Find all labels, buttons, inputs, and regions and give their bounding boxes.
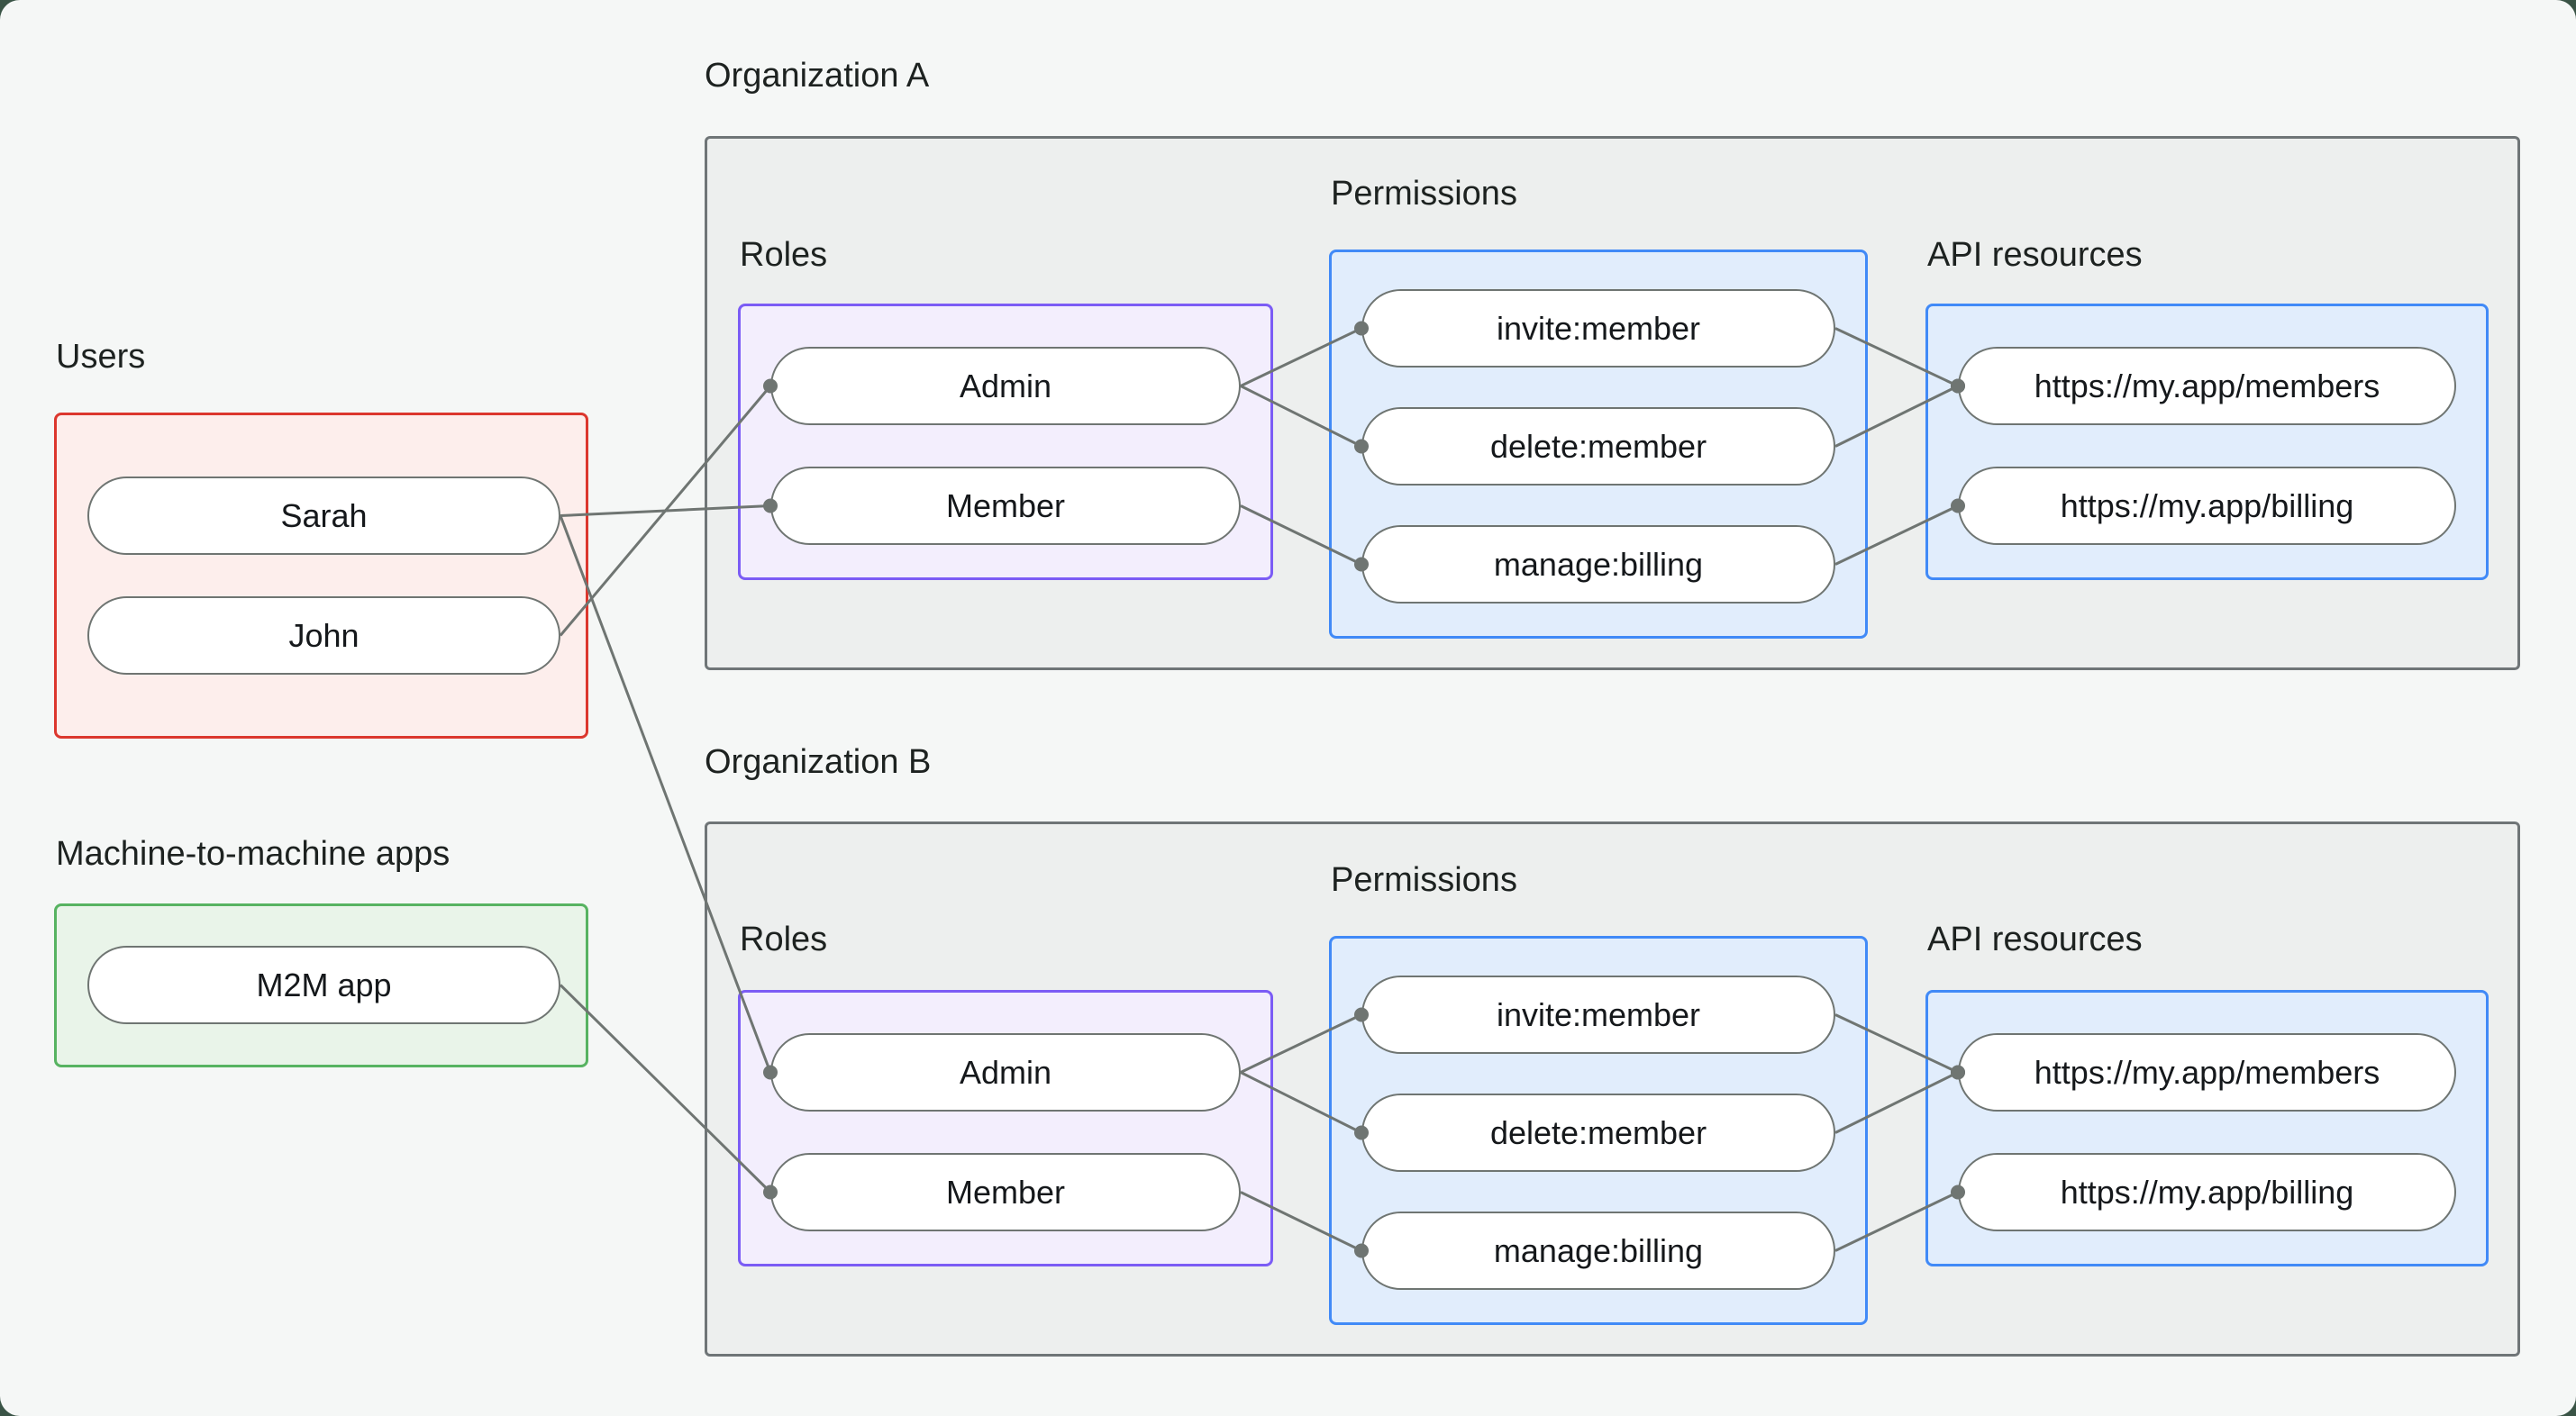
user-node-john: John xyxy=(87,596,560,675)
users-group-box xyxy=(54,413,588,739)
org-b-role-admin: Admin xyxy=(770,1033,1241,1112)
org-b-permission-invite-member: invite:member xyxy=(1361,976,1835,1054)
org-a-api-resources-label: API resources xyxy=(1927,236,2143,274)
m2m-app-node: M2M app xyxy=(87,946,560,1024)
org-b-api-members-url: https://my.app/members xyxy=(1958,1033,2456,1112)
org-b-title: Organization B xyxy=(705,743,932,781)
org-a-permission-invite-member: invite:member xyxy=(1361,289,1835,368)
org-b-permission-delete-member: delete:member xyxy=(1361,1094,1835,1172)
m2m-section-label: Machine-to-machine apps xyxy=(56,835,451,873)
org-a-role-admin: Admin xyxy=(770,347,1241,425)
users-section-label: Users xyxy=(56,338,146,376)
org-a-api-billing-url: https://my.app/billing xyxy=(1958,467,2456,545)
org-a-permissions-label: Permissions xyxy=(1331,175,1517,213)
org-b-permissions-label: Permissions xyxy=(1331,861,1517,899)
org-a-permission-delete-member: delete:member xyxy=(1361,407,1835,486)
org-b-api-billing-url: https://my.app/billing xyxy=(1958,1153,2456,1231)
org-b-roles-label: Roles xyxy=(740,921,828,958)
org-a-title: Organization A xyxy=(705,57,930,95)
org-a-role-member: Member xyxy=(770,467,1241,545)
org-a-roles-label: Roles xyxy=(740,236,828,274)
org-a-permission-manage-billing: manage:billing xyxy=(1361,525,1835,604)
org-a-api-members-url: https://my.app/members xyxy=(1958,347,2456,425)
org-b-api-resources-label: API resources xyxy=(1927,921,2143,958)
org-b-permission-manage-billing: manage:billing xyxy=(1361,1212,1835,1290)
org-b-role-member: Member xyxy=(770,1153,1241,1231)
user-node-sarah: Sarah xyxy=(87,477,560,555)
